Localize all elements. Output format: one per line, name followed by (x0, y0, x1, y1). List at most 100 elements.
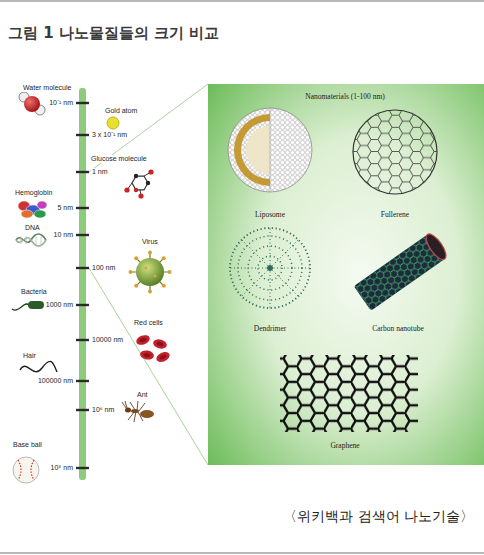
scale-value: 100 nm (91, 264, 116, 272)
virus-body (136, 258, 164, 286)
red-cell-centre (159, 354, 167, 361)
scale-tick (76, 102, 89, 104)
specimen-name: Base ball (12, 441, 43, 449)
specimen-name: Bacteria (20, 288, 48, 296)
fullerene-cage (353, 110, 437, 194)
gold-atom-icon (107, 117, 119, 129)
scale-tick (76, 409, 89, 411)
material-name: Graphene (330, 441, 359, 450)
ant-icon (122, 401, 154, 422)
dna-rungs (21, 236, 41, 244)
glucose-atom (146, 181, 150, 185)
virus-icon (129, 251, 172, 294)
hair-icon (20, 361, 57, 372)
hemoglobin-subunit (21, 210, 33, 218)
specimen-name: Red cells (133, 319, 164, 327)
red-cell (139, 349, 154, 360)
scale-tick (76, 134, 89, 136)
nanomaterials-panel-ground (208, 84, 484, 465)
virus-dot (144, 266, 147, 269)
specimen-name: Gold atom (104, 107, 138, 115)
water-molecule-icon (19, 92, 45, 115)
liposome-sphere (228, 108, 312, 192)
liposome-inner-heads (241, 121, 270, 179)
scale-value: 10⁸ nm (50, 464, 74, 472)
dendrimer-branches (230, 228, 310, 308)
scale-tick (76, 467, 89, 469)
scale-value: 10000 nm (91, 336, 124, 344)
virus-dot (153, 274, 156, 277)
graphene-lattice (276, 350, 422, 436)
virus-knob (148, 290, 152, 294)
specimen-name: Hemoglobin (14, 189, 53, 197)
panel-heading: Nanomaterials (1-100 nm) (305, 92, 385, 101)
red-cell-centre (139, 337, 147, 343)
virus-knob (134, 256, 138, 260)
dendrimer-generation (258, 256, 282, 280)
dna-icon (16, 234, 46, 246)
virus-knob (162, 256, 166, 260)
scale-tick (76, 339, 89, 341)
source-caption: 〈위키백과 검색어 나노기술〉 (283, 508, 474, 525)
virus-spikes (131, 253, 170, 292)
virus-knob (168, 270, 172, 274)
ant-head (125, 408, 131, 413)
graphene-icon (276, 350, 422, 436)
scale-value: 100000 nm (37, 377, 74, 385)
dendrimer-generation (230, 228, 310, 308)
virus-knob (134, 284, 138, 288)
glucose-atom (148, 169, 153, 174)
hemoglobin-subunit (37, 201, 47, 209)
bacteria-flagellum (12, 304, 29, 310)
material-name: Dendrimer (254, 324, 287, 333)
material-name: Liposome (255, 210, 285, 219)
scale-value: 5 nm (56, 204, 74, 212)
zoom-leader (89, 268, 208, 465)
top-rule (0, 0, 484, 2)
scale-tick (76, 234, 89, 236)
ant-abdomen (140, 410, 154, 418)
specimen-name: DNA (24, 224, 41, 232)
zoom-leader (89, 84, 208, 172)
specimen-name: Water molecule (22, 84, 72, 92)
ant-thorax (131, 409, 139, 413)
specimen-name: Virus (141, 238, 159, 246)
baseball-icon (13, 457, 39, 483)
baseball-body (13, 457, 39, 483)
liposome-icon (228, 108, 312, 192)
scale-value: 1000 nm (45, 301, 74, 309)
liposome-cutaway (234, 114, 270, 186)
glucose-ring (132, 176, 148, 190)
bottom-rule (0, 552, 484, 554)
material-name: Fullerene (381, 210, 409, 219)
virus-knobs (129, 251, 172, 294)
material-name: Carbon nanotube (372, 324, 423, 333)
bacteria-icon (12, 301, 44, 310)
scale-value: 10⁻¹ nm (48, 99, 74, 107)
fullerene-mesh (353, 110, 437, 194)
scale-value: 10 nm (53, 231, 74, 239)
dendrimer-icon (230, 228, 310, 308)
red-cell-centre (156, 341, 164, 347)
scale-value: 1 nm (91, 168, 109, 176)
liposome-cut-edge (270, 108, 271, 192)
scale-tick (76, 171, 89, 173)
liposome-core (246, 126, 270, 174)
red-cell (135, 333, 151, 346)
virus-knob (148, 251, 152, 255)
scale-tick (76, 380, 89, 382)
oxygen-atom (24, 96, 40, 112)
glucose-atom (134, 188, 138, 192)
nanomaterials-panel: Nanomaterials (1-100 nm) Liposome Fulleren… (208, 84, 484, 465)
specimen-name: Ant (136, 391, 149, 399)
scale-tick (76, 304, 89, 306)
scale-ticks (76, 102, 89, 469)
specimen-name: Glucose molecule (90, 155, 148, 163)
scale-value: 3 x 10⁻¹ nm (91, 131, 128, 139)
dendrimer-core (268, 266, 273, 271)
liposome-bilayer (234, 114, 270, 186)
scale-tick (76, 207, 89, 209)
scale-tick (76, 267, 89, 269)
glucose-icon (124, 169, 153, 198)
